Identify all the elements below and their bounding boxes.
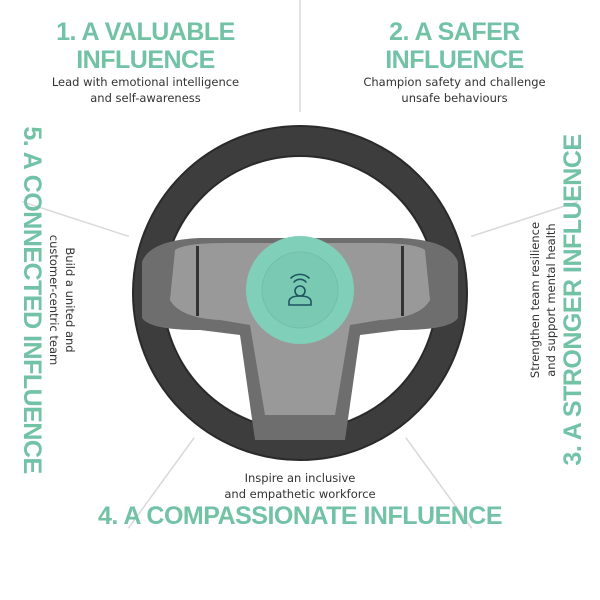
section-dividers: [22, 0, 578, 529]
section-5-title: 5. A CONNECTED INFLUENCE: [18, 126, 46, 474]
section-4: Inspire an inclusive and empathetic work…: [40, 470, 560, 530]
section-1: 1. A VALUABLE INFLUENCE Lead with emotio…: [8, 18, 283, 106]
section-5-line-2: customer-centric team: [47, 234, 61, 366]
section-5: Build a united and customer-centric team…: [13, 110, 83, 490]
section-3: Strengthen team resilience and support m…: [522, 110, 592, 490]
section-divider: [470, 201, 578, 238]
section-2-title: 2. A SAFER INFLUENCE: [385, 18, 524, 74]
section-4-line-1: Inspire an inclusive: [244, 471, 356, 485]
section-4-title: 4. A COMPASSIONATE INFLUENCE: [97, 502, 503, 530]
steering-wheel: [132, 125, 468, 461]
section-1-title: 1. A VALUABLE INFLUENCE: [56, 18, 235, 74]
section-1-line-2: and self-awareness: [90, 91, 201, 105]
section-3-title: 3. A STRONGER INFLUENCE: [559, 134, 587, 466]
section-divider: [127, 437, 195, 529]
hub-seam-left: [196, 246, 199, 316]
hub-seam-right: [401, 246, 404, 316]
section-3-line-1: Strengthen team resilience: [528, 221, 542, 379]
section-2-line-2: unsafe behaviours: [401, 91, 508, 105]
section-4-line-2: and empathetic workforce: [224, 487, 376, 501]
section-2: 2. A SAFER INFLUENCE Champion safety and…: [317, 18, 592, 106]
section-divider: [22, 201, 130, 238]
section-5-line-1: Build a united and: [63, 247, 77, 353]
section-1-line-1: Lead with emotional intelligence: [51, 75, 240, 89]
person-signal-icon: [288, 273, 312, 306]
section-3-line-2: and support mental health: [544, 223, 558, 377]
section-2-line-1: Champion safety and challenge: [363, 75, 546, 89]
center-button-inner: [261, 251, 339, 329]
section-divider: [405, 437, 473, 529]
